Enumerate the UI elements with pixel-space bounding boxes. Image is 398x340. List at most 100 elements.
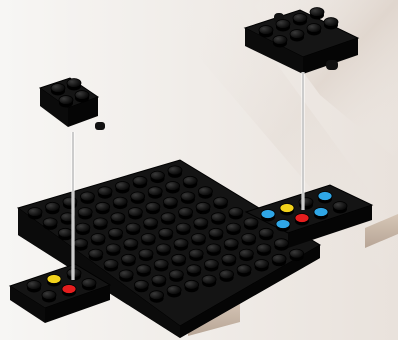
stud (290, 30, 304, 39)
stud (174, 239, 188, 248)
stud (214, 197, 228, 206)
stud (63, 197, 77, 206)
stud (242, 234, 256, 243)
stud (27, 281, 41, 290)
stud (318, 192, 332, 201)
stud (106, 244, 120, 253)
stud (116, 182, 130, 191)
stud (131, 192, 145, 201)
stud (81, 192, 95, 201)
stud (192, 234, 206, 243)
stud (239, 249, 253, 258)
stud (146, 202, 160, 211)
stud (181, 192, 195, 201)
stud (139, 249, 153, 258)
stud (261, 210, 275, 219)
stud (93, 218, 107, 227)
stud (148, 187, 162, 196)
stud (295, 214, 309, 223)
stud (257, 244, 271, 253)
stud (207, 244, 221, 253)
stud (189, 249, 203, 258)
stud (89, 249, 103, 258)
stud (259, 26, 273, 35)
stud (119, 270, 133, 279)
stud (224, 239, 238, 248)
stud (169, 270, 183, 279)
stud (172, 254, 186, 263)
stud (244, 218, 258, 227)
stud (161, 213, 175, 222)
stud (47, 275, 61, 284)
stud (187, 265, 201, 274)
stud (51, 84, 65, 93)
stud (124, 239, 138, 248)
stud (307, 24, 321, 33)
stud (310, 8, 324, 17)
stud (237, 265, 251, 274)
stud (259, 228, 273, 237)
stud (157, 244, 171, 253)
stud (274, 239, 288, 248)
stud (255, 260, 269, 269)
stud (299, 198, 313, 207)
stud (159, 228, 173, 237)
stud (67, 79, 81, 88)
stud (58, 228, 72, 237)
stud (152, 275, 166, 284)
stud (151, 171, 165, 180)
stud (185, 280, 199, 289)
stud (194, 218, 208, 227)
stud (290, 249, 304, 258)
stud (166, 182, 180, 191)
stud (78, 208, 92, 217)
stud (133, 176, 147, 185)
stud (276, 20, 290, 29)
stud (276, 220, 290, 229)
stud (126, 223, 140, 232)
stud (229, 208, 243, 217)
stud (272, 254, 286, 263)
stud (98, 187, 112, 196)
stud (28, 208, 42, 217)
stud (42, 291, 56, 300)
stud (109, 228, 123, 237)
stud (183, 176, 197, 185)
stud (75, 91, 89, 100)
stud (91, 234, 105, 243)
stud (59, 96, 73, 105)
stud (144, 218, 158, 227)
stud (324, 18, 338, 27)
stud (74, 239, 88, 248)
stud (168, 166, 182, 175)
stud (43, 218, 57, 227)
stud (179, 208, 193, 217)
stud (122, 254, 136, 263)
stud (333, 202, 347, 211)
stud (196, 202, 210, 211)
stud (76, 223, 90, 232)
stud (273, 36, 287, 45)
stud (141, 234, 155, 243)
stud (220, 270, 234, 279)
stud (96, 202, 110, 211)
stud (113, 197, 127, 206)
stud (167, 286, 181, 295)
stud (134, 280, 148, 289)
stud (104, 260, 118, 269)
stud (111, 213, 125, 222)
stud (204, 260, 218, 269)
stud (280, 204, 294, 213)
stud (128, 208, 142, 217)
stud (46, 202, 60, 211)
stud (154, 260, 168, 269)
stud (198, 187, 212, 196)
stud (82, 279, 96, 288)
stud (137, 265, 151, 274)
stud (222, 254, 236, 263)
stud (176, 223, 190, 232)
stud (163, 197, 177, 206)
stud (150, 291, 164, 300)
